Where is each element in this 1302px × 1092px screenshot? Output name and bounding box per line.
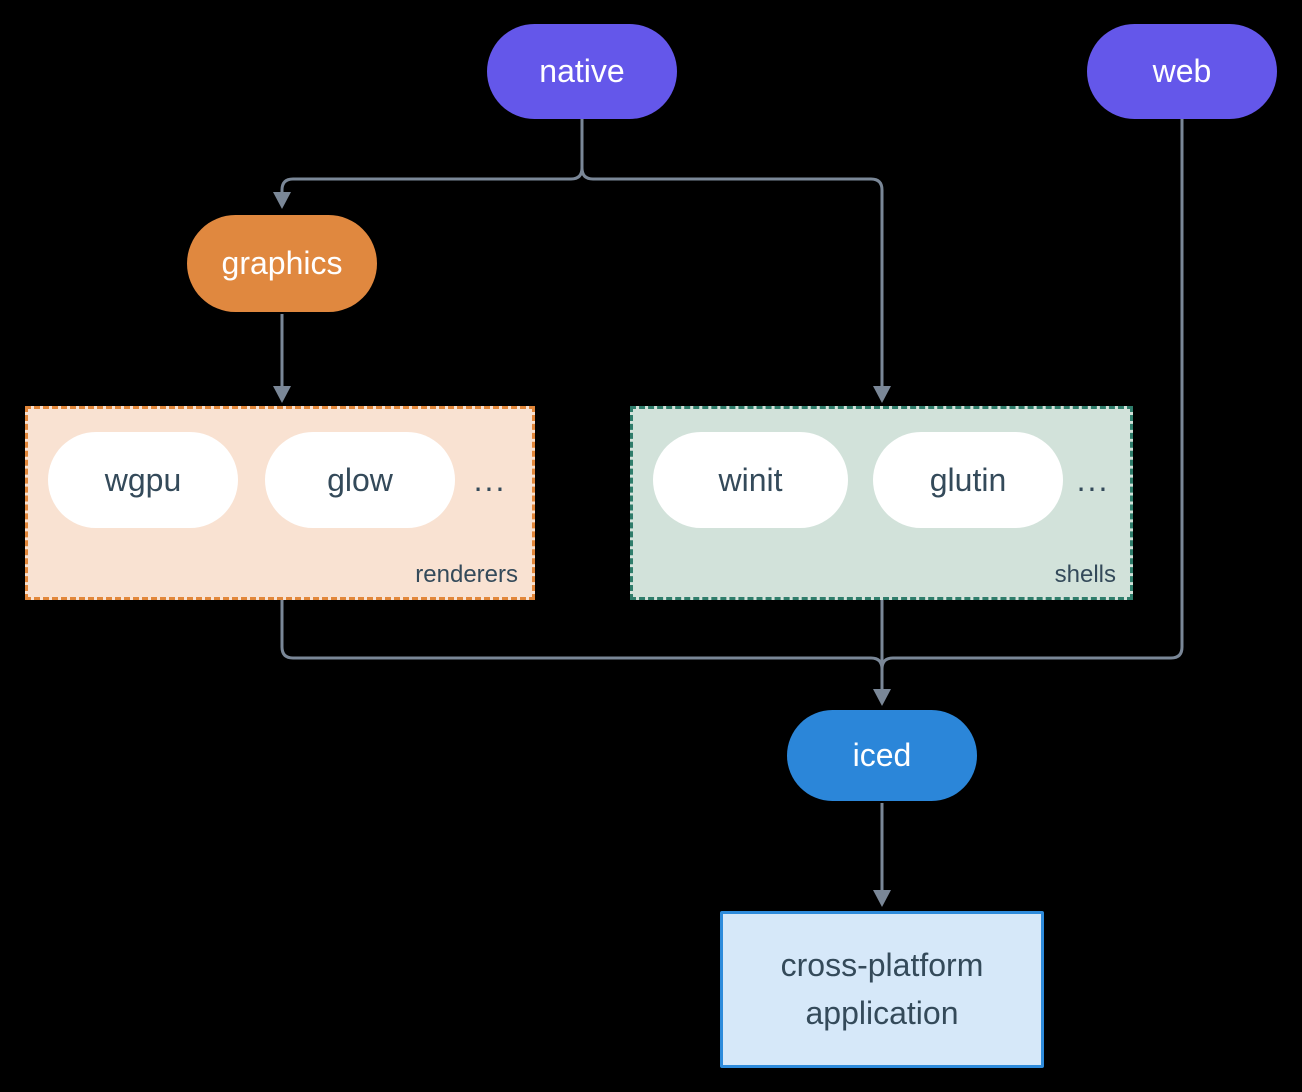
arrowhead-renderers: [273, 386, 291, 403]
node-web: web: [1087, 24, 1277, 119]
arrowhead-iced: [873, 689, 891, 706]
node-wgpu-label: wgpu: [104, 461, 182, 498]
node-glutin: glutin: [873, 432, 1063, 528]
node-winit: winit: [653, 432, 848, 528]
shells-group-label: shells: [1054, 561, 1116, 588]
application-label: cross-platform application: [780, 947, 984, 1031]
group-renderers: wgpu glow ... renderers: [25, 406, 535, 600]
shells-ellipsis: ...: [1076, 461, 1110, 498]
edge-renderers-iced: [280, 600, 884, 689]
node-web-label: web: [1152, 53, 1212, 89]
node-glutin-label: glutin: [929, 461, 1007, 498]
node-wgpu: wgpu: [48, 432, 238, 528]
node-iced: iced: [787, 710, 977, 801]
edge-native-shells: [580, 119, 884, 386]
node-winit-label: winit: [718, 461, 783, 498]
renderers-group-label: renderers: [415, 561, 518, 588]
node-native-label: native: [539, 53, 625, 89]
arrowhead-application: [873, 890, 891, 907]
node-glow: glow: [265, 432, 455, 528]
node-iced-label: iced: [852, 737, 912, 773]
edge-native-graphics: [280, 119, 584, 192]
arrowhead-shells: [873, 386, 891, 403]
node-glow-label: glow: [327, 461, 393, 498]
node-cross-platform-application: cross-platform application: [720, 911, 1044, 1068]
node-graphics-label: graphics: [221, 245, 343, 281]
edge-web-iced: [880, 119, 1184, 689]
node-graphics: graphics: [187, 215, 377, 312]
group-shells: winit glutin ... shells: [630, 406, 1133, 600]
renderers-ellipsis: ...: [473, 461, 507, 498]
node-native: native: [487, 24, 677, 119]
arrowhead-graphics: [273, 192, 291, 209]
